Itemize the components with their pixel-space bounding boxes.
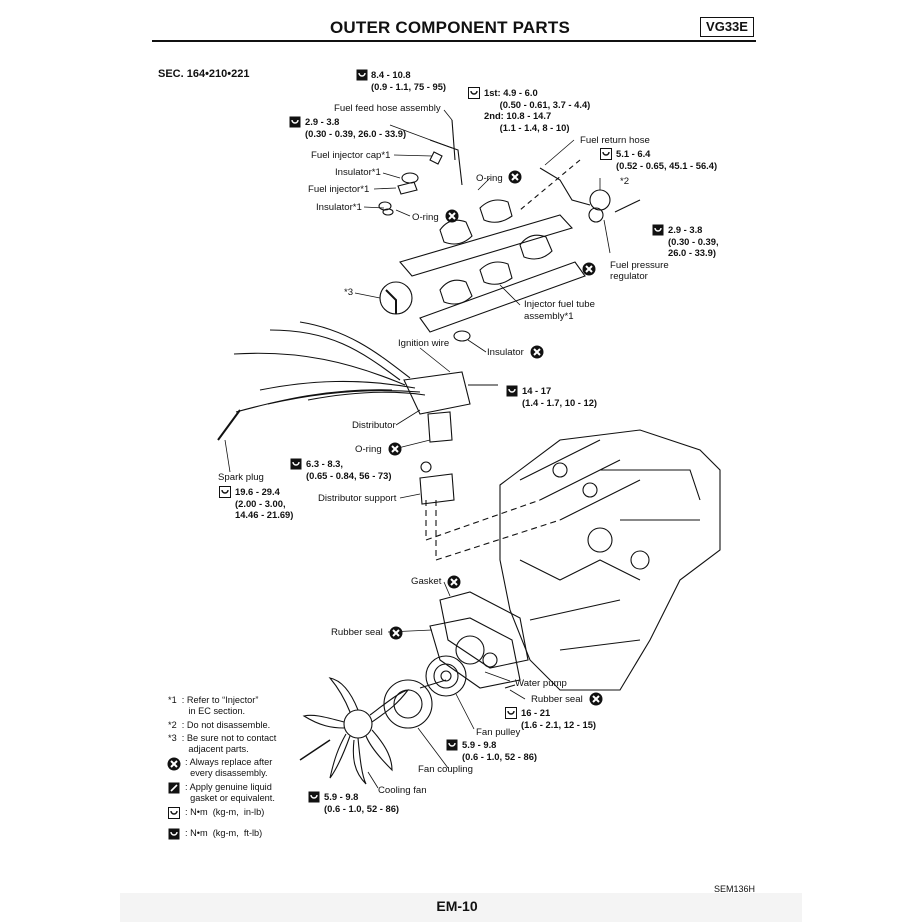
label-star-3: *3 xyxy=(344,287,354,298)
replace-icon xyxy=(445,209,459,223)
legend-note-2: *2 : Do not disassemble. xyxy=(168,720,271,730)
legend-nm-in-icon xyxy=(168,807,180,819)
torque-nm-in-icon xyxy=(468,87,480,99)
torque-spec-5: 2.9 - 3.8 (0.30 - 0.39, 26.0 - 33.9) xyxy=(668,224,719,258)
torque-spec-6: 14 - 17 (1.4 - 1.7, 10 - 12) xyxy=(522,385,598,408)
engine-block xyxy=(499,429,721,691)
header-rule xyxy=(152,40,756,42)
torque-spec-9: 16 - 21 (1.6 - 2.1, 12 - 15) xyxy=(521,707,597,730)
legend-replace-text: : Always replace after every disassembly… xyxy=(185,757,273,778)
torque-spec-1: 8.4 - 10.8 (0.9 - 1.1, 75 - 95) xyxy=(371,69,447,92)
distributor-shaft xyxy=(427,411,453,443)
label-fan-pulley: Fan pulley xyxy=(476,727,521,738)
label-injector-tube-line2: assembly*1 xyxy=(524,311,574,322)
torque-nm-ft-icon xyxy=(356,69,368,81)
upper-fuel-rail xyxy=(399,214,574,277)
label-distributor-support: Distributor support xyxy=(318,493,397,504)
label-insulator-1: Insulator*1 xyxy=(335,167,381,178)
legend-note-1: *1 : Refer to “Injector” in EC section. xyxy=(168,695,259,716)
spark-plug xyxy=(217,409,241,441)
label-star-2: *2 xyxy=(620,176,630,187)
label-fan-coupling: Fan coupling xyxy=(418,764,473,775)
lower-fuel-rail xyxy=(419,261,586,333)
torque-nm-ft-icon xyxy=(652,224,664,236)
replace-icon xyxy=(530,345,544,359)
label-fuel-injector: Fuel injector*1 xyxy=(308,184,370,195)
label-fuel-pressure-regulator-line1: Fuel pressure xyxy=(610,260,669,271)
torque-nm-in-icon xyxy=(219,486,231,498)
leader-lines xyxy=(224,109,611,789)
torque-nm-in-icon xyxy=(505,707,517,719)
label-fuel-injector-cap: Fuel injector cap*1 xyxy=(311,150,391,161)
label-injector-tube-line1: Injector fuel tube xyxy=(524,299,595,310)
label-cooling-fan: Cooling fan xyxy=(378,785,427,796)
torque-spec-11: 5.9 - 9.8 (0.6 - 1.0, 52 - 86) xyxy=(324,791,400,814)
replace-icon xyxy=(582,262,596,276)
label-gasket: Gasket xyxy=(411,576,442,587)
torque-nm-ft-icon xyxy=(289,116,301,128)
torque-nm-in-icon xyxy=(600,148,612,160)
label-oring-2: O-ring xyxy=(476,173,503,184)
distributor-support xyxy=(419,473,455,505)
torque-spec-10: 5.9 - 9.8 (0.6 - 1.0, 52 - 86) xyxy=(462,739,538,762)
label-insulator-3: Insulator xyxy=(487,347,524,358)
cooling-fan xyxy=(302,677,410,785)
legend-nm-ft-text: : N•m (kg-m, ft-lb) xyxy=(185,828,263,838)
label-rubber-seal-1: Rubber seal xyxy=(331,627,383,638)
fan-coupling xyxy=(383,679,433,729)
label-fuel-feed-hose: Fuel feed hose assembly xyxy=(334,103,441,114)
fan-pulley xyxy=(425,655,467,697)
page-title: OUTER COMPONENT PARTS xyxy=(329,18,570,37)
section-reference: SEC. 164•210•221 xyxy=(158,68,250,80)
torque-nm-ft-icon xyxy=(290,458,302,470)
ignition-wires xyxy=(233,321,426,413)
torque-spec-7: 6.3 - 8.3, (0.65 - 0.84, 56 - 73) xyxy=(306,458,392,481)
replace-icon xyxy=(589,692,603,706)
torque-nm-ft-icon xyxy=(506,385,518,397)
replace-icon xyxy=(388,442,402,456)
figure-code: SEM136H xyxy=(714,884,756,894)
torque-nm-ft-icon xyxy=(308,791,320,803)
torque-spec-8: 19.6 - 29.4 (2.00 - 3.00, 14.46 - 21.69) xyxy=(235,486,294,520)
torque-spec-2: 2.9 - 3.8 (0.30 - 0.39, 26.0 - 33.9) xyxy=(305,116,407,139)
torque-nm-ft-icon xyxy=(446,739,458,751)
distributor-cap xyxy=(403,371,471,415)
fuel-return-hose xyxy=(539,167,591,206)
pressure-regulator-body xyxy=(589,189,611,211)
label-oring-3: O-ring xyxy=(355,444,382,455)
legend-nm-ft-icon xyxy=(168,828,180,840)
torque-spec-3: 1st: 4.9 - 6.0 (0.50 - 0.61, 3.7 - 4.4) … xyxy=(484,87,591,133)
label-fuel-pressure-regulator-line2: regulator xyxy=(610,271,648,282)
water-pump-body xyxy=(429,617,521,689)
feed-bolt xyxy=(451,119,456,161)
replace-icon xyxy=(508,170,522,184)
label-fuel-return-hose: Fuel return hose xyxy=(580,135,650,146)
label-ignition-wire: Ignition wire xyxy=(398,338,450,349)
gasket-outline xyxy=(439,591,529,669)
torque-spec-4: 5.1 - 6.4 (0.52 - 0.65, 45.1 - 56.4) xyxy=(616,148,718,171)
injector-bodies xyxy=(439,199,553,305)
label-water-pump: Water pump xyxy=(515,678,567,689)
model-badge: VG33E xyxy=(700,17,754,37)
legend-liquid-gasket-text: : Apply genuine liquid gasket or equival… xyxy=(185,782,275,803)
legend-replace-icon xyxy=(167,757,181,771)
replace-icon xyxy=(389,626,403,640)
label-insulator-2: Insulator*1 xyxy=(316,202,362,213)
footer-strip xyxy=(120,893,802,922)
legend-nm-in-text: : N•m (kg-m, in-lb) xyxy=(185,807,265,817)
label-rubber-seal-2: Rubber seal xyxy=(531,694,583,705)
label-spark-plug: Spark plug xyxy=(218,472,264,483)
legend-liquid-gasket-icon xyxy=(168,782,180,794)
legend-note-3: *3 : Be sure not to contact adjacent par… xyxy=(168,733,277,754)
label-oring-1: O-ring xyxy=(412,212,439,223)
page-number: EM-10 xyxy=(436,898,478,914)
label-distributor: Distributor xyxy=(352,420,396,431)
replace-icon xyxy=(447,575,461,589)
